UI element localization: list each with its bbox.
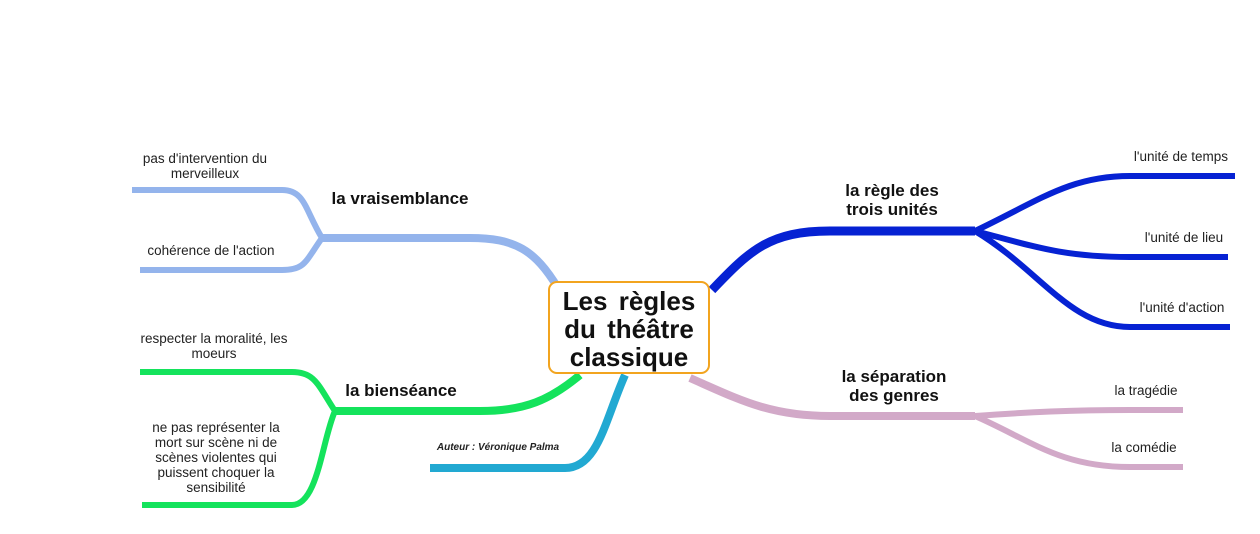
branch-genres-child-1 — [974, 407, 1183, 419]
topic-bienseance[interactable]: la bienséance — [345, 381, 457, 400]
branch-genres — [688, 374, 975, 420]
branch-vraisemblance-child-1 — [132, 187, 325, 240]
branch-unites-child-2 — [974, 228, 1228, 260]
branch-unites-child-3 — [973, 228, 1230, 330]
subtopic-unite-lieu[interactable]: l'unité de lieu — [1144, 230, 1224, 245]
central-topic-box[interactable] — [548, 281, 710, 374]
branch-genres-child-2 — [973, 413, 1183, 470]
subtopic-tragedie[interactable]: la tragédie — [1114, 383, 1178, 398]
subtopic-mort-sur-scene[interactable]: ne pas représenter la mort sur scène ni … — [152, 420, 280, 495]
branch-bienseance — [335, 371, 583, 415]
branch-auteur — [430, 373, 629, 472]
branch-unites-child-1 — [973, 173, 1235, 234]
branch-bienseance-child-2 — [142, 409, 338, 508]
central-topic-title: Les règles du théâtre classique — [562, 286, 696, 372]
branch-vraisemblance-child-2 — [140, 236, 325, 273]
subtopic-unite-temps[interactable]: l'unité de temps — [1133, 149, 1229, 164]
topic-trois-unites[interactable]: la règle des trois unités — [845, 181, 939, 219]
author-credit: Auteur : Véronique Palma — [436, 442, 560, 453]
branch-bienseance-child-1 — [140, 369, 338, 413]
subtopic-merveilleux[interactable]: pas d'intervention du merveilleux — [142, 151, 268, 181]
branch-unites — [708, 226, 975, 294]
subtopic-comedie[interactable]: la comédie — [1111, 440, 1177, 455]
subtopic-unite-action[interactable]: l'unité d'action — [1139, 300, 1225, 315]
subtopic-coherence-action[interactable]: cohérence de l'action — [147, 243, 275, 258]
topic-separation-genres[interactable]: la séparation des genres — [841, 367, 947, 405]
topic-vraisemblance[interactable]: la vraisemblance — [331, 189, 469, 208]
branch-vraisemblance — [322, 234, 562, 291]
subtopic-moralite[interactable]: respecter la moralité, les moeurs — [140, 331, 288, 361]
